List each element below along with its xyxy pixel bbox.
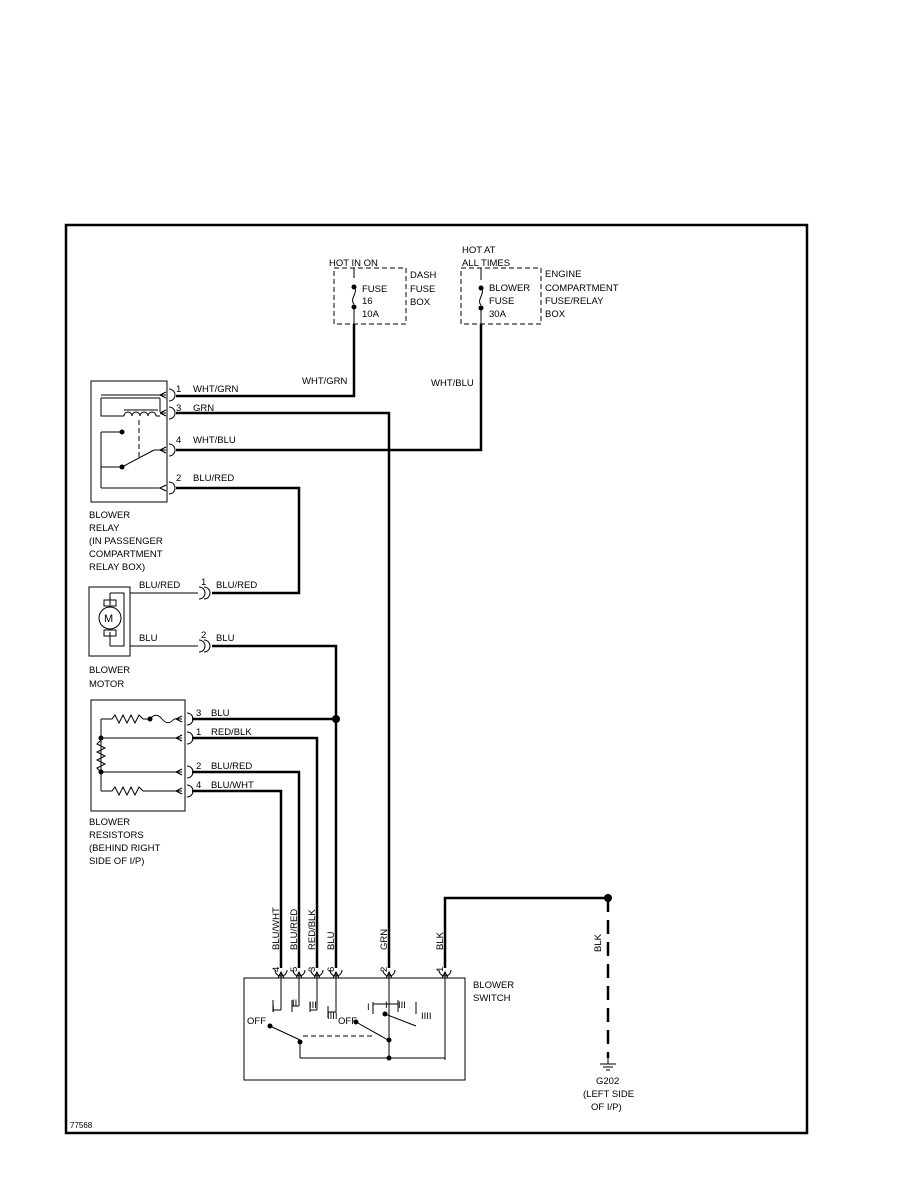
relay-pin-1: 1 (176, 384, 181, 395)
resistor-wire-3: BLU (211, 708, 230, 719)
relay-caption-3: (IN PASSENGER (89, 536, 163, 547)
resistor-wire-1: RED/BLK (211, 727, 252, 738)
fuse-16-label-1: FUSE (362, 284, 387, 295)
relay-caption-4: COMPARTMENT (89, 549, 163, 560)
motor-pin-2: 2 (201, 630, 206, 641)
switch-wire-5: BLU/RED (289, 909, 300, 950)
relay-caption-5: RELAY BOX) (89, 562, 145, 573)
ground-label-3: OF I/P) (591, 1102, 622, 1113)
switch-wire-3: RED/BLK (307, 909, 318, 950)
blower-fuse-label-1: BLOWER (489, 283, 530, 294)
motor-symbol: M (104, 613, 113, 625)
switch-wire-1: BLK (435, 931, 446, 950)
relay-wire-3: GRN (193, 403, 214, 414)
motor-caption-2: MOTOR (89, 679, 124, 690)
relay-wire-4: WHT/BLU (193, 435, 236, 446)
switch-pos-iiii-2: IIII (421, 1011, 432, 1022)
hot-at-label-1: HOT AT (462, 245, 496, 256)
dash-fuse-box-label-1: DASH (410, 270, 437, 281)
switch-caption-2: SWITCH (473, 993, 511, 1004)
ground-wire-label: BLK (593, 933, 604, 952)
switch-wire-6: BLU (326, 931, 337, 950)
relay-pin-2: 2 (176, 473, 181, 484)
blower-resistors: 3 BLU 1 RED/BLK 2 BLU/RED 4 BLU/WHT BLOW… (89, 699, 254, 867)
wire-runs-top: WHT/GRN WHT/BLU (176, 324, 483, 968)
ground-icon (600, 1058, 616, 1071)
diagram-frame (64, 223, 809, 1135)
motor-pin-1: 1 (201, 577, 206, 588)
engine-box-label-4: BOX (545, 309, 566, 320)
switch-pin-2: 2 (379, 967, 390, 972)
switch-pos-ii-1: II (292, 998, 297, 1009)
switch-pos-off-1: OFF (247, 1016, 266, 1027)
engine-box-label-1: ENGINE (545, 269, 581, 280)
switch-pos-i-1: I (272, 1004, 275, 1015)
switch-wire-4: BLU/WHT (271, 907, 282, 950)
dash-fuse-box-label-3: BOX (410, 297, 431, 308)
switch-pin-1: 1 (435, 967, 446, 972)
fuse-16-label-3: 10A (362, 309, 380, 320)
switch-wire-2: GRN (379, 929, 390, 950)
resistor-pin-3: 3 (196, 708, 201, 719)
wht-grn-wire-label: WHT/GRN (302, 376, 348, 387)
relay-wire-2: BLU/RED (193, 473, 234, 484)
resistor-wire-runs (192, 717, 336, 968)
resistor-pin-1: 1 (196, 727, 201, 738)
hot-at-label-2: ALL TIMES (462, 258, 510, 269)
relay-caption-2: RELAY (89, 523, 120, 534)
relay-wire-1: WHT/GRN (193, 384, 239, 395)
motor-wire-1: BLU/RED (216, 580, 257, 591)
motor-left-wire-1: BLU/RED (139, 580, 180, 591)
fuse-16-label-2: 16 (362, 296, 373, 307)
switch-pos-ii-2: II (385, 1000, 390, 1011)
blower-relay: 1 WHT/GRN 3 GRN 4 WHT/BLU 2 BLU/RED BLOW… (89, 380, 239, 573)
motor-caption-1: BLOWER (89, 665, 130, 676)
switch-connectors (274, 969, 452, 1060)
engine-box-label-2: COMPARTMENT (545, 283, 619, 294)
relay-pin-4: 4 (176, 435, 181, 446)
resistor-caption-1: BLOWER (89, 817, 130, 828)
resistor-caption-4: SIDE OF I/P) (89, 856, 144, 867)
ground-label-1: G202 (596, 1076, 619, 1087)
switch-pos-off-2: OFF (338, 1016, 357, 1027)
switch-pos-iiii-1: IIII (327, 1011, 338, 1022)
switch-pin-6: 6 (326, 967, 337, 972)
blu-wire-run (212, 644, 338, 968)
relay-pin-3: 3 (176, 403, 181, 414)
resistor-caption-2: RESISTORS (89, 830, 144, 841)
switch-pos-iii-2: III (398, 1000, 406, 1011)
resistor-pin-4: 4 (196, 780, 201, 791)
blower-switch: OFF I II III IIII OFF I II III IIII 4 BL… (243, 907, 514, 1081)
switch-pin-3: 3 (307, 967, 318, 972)
dash-fuse-box-label-2: FUSE (410, 284, 435, 295)
switch-pin-4: 4 (271, 967, 282, 972)
figure-id: 77568 (70, 1121, 93, 1130)
engine-fuse-relay-box: HOT AT ALL TIMES BLOWER FUSE 30A ENGINE … (460, 245, 619, 325)
engine-box-label-3: FUSE/RELAY (545, 296, 604, 307)
ground-label-2: (LEFT SIDE (583, 1089, 634, 1100)
switch-pos-i-2: I (367, 1002, 370, 1013)
resistor-wire-2: BLU/RED (211, 761, 252, 772)
blower-fuse-label-3: 30A (489, 309, 507, 320)
hot-in-on-label: HOT IN ON (329, 258, 378, 269)
resistor-caption-3: (BEHIND RIGHT (89, 843, 160, 854)
switch-pos-iii-1: III (309, 1000, 317, 1011)
switch-caption-1: BLOWER (473, 980, 514, 991)
relay-caption-1: BLOWER (89, 510, 130, 521)
switch-pin-5: 5 (289, 967, 300, 972)
resistor-wire-4: BLU/WHT (211, 780, 254, 791)
dash-fuse-box: HOT IN ON FUSE 16 10A DASH FUSE BOX (329, 258, 437, 325)
motor-wire-2: BLU (216, 633, 235, 644)
blower-fuse-label-2: FUSE (489, 296, 514, 307)
ground-circuit: BLK G202 (LEFT SIDE OF I/P) (443, 894, 634, 1113)
resistor-pin-2: 2 (196, 761, 201, 772)
blower-motor: M BLU/RED 1 BLU/RED BLU 2 BLU BLOWER MOT… (88, 577, 257, 690)
motor-left-wire-2: BLU (139, 633, 158, 644)
wht-blu-wire-label: WHT/BLU (431, 378, 474, 389)
